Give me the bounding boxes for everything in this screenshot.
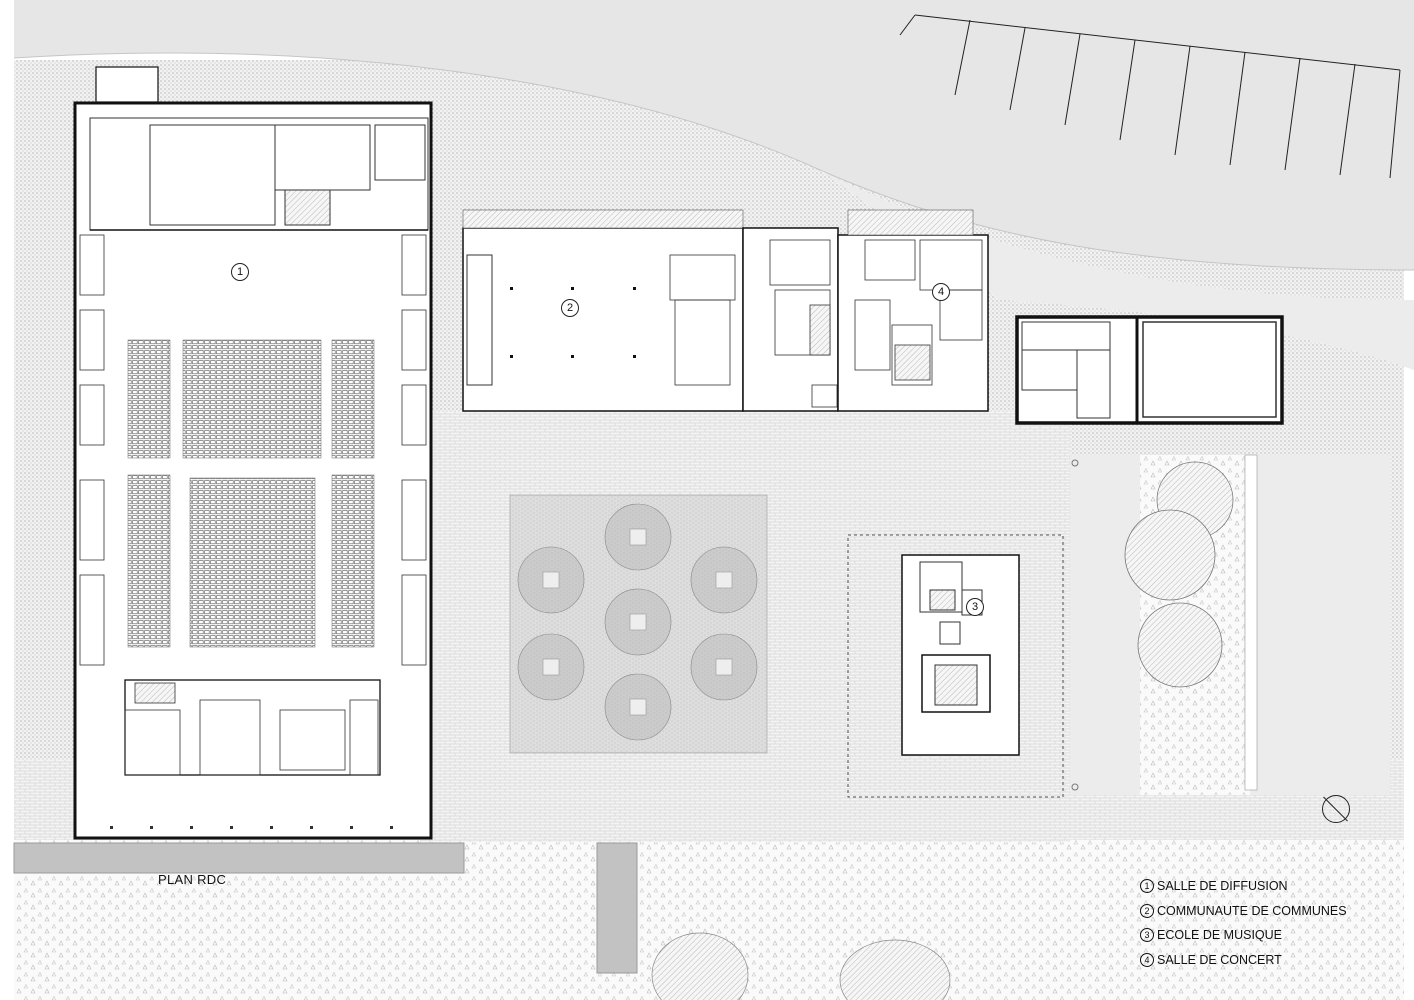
- building-communaute: [462, 209, 839, 412]
- legend-number: 3: [1140, 928, 1154, 943]
- legend: 1 SALLE DE DIFFUSION 2 COMMUNAUTE DE COM…: [1140, 874, 1347, 972]
- building-salle-diffusion: [73, 66, 433, 840]
- legend-item: 2 COMMUNAUTE DE COMMUNES: [1140, 899, 1347, 924]
- legend-label: ECOLE DE MUSIQUE: [1157, 928, 1283, 943]
- building-annex: [1015, 315, 1284, 425]
- curved-road: [14, 0, 1414, 270]
- parking-bays: [899, 14, 1401, 179]
- building-ecole-musique: [847, 534, 1064, 798]
- label-communaute: 2: [561, 299, 579, 317]
- legend-item: 3 ECOLE DE MUSIQUE: [1140, 923, 1347, 948]
- garden-markers: [1071, 459, 1079, 791]
- legend-label: COMMUNAUTE DE COMMUNES: [1157, 903, 1347, 918]
- north-arrow-icon: [1322, 795, 1350, 823]
- building-salle-concert: [837, 209, 989, 412]
- legend-number: 4: [1140, 952, 1154, 967]
- seating-blocks: [127, 339, 375, 648]
- garden-trees: [1124, 461, 1234, 688]
- legend-label: SALLE DE DIFFUSION: [1157, 879, 1288, 894]
- label-ecole-musique: 3: [966, 598, 984, 616]
- bottom-wall: [13, 842, 465, 874]
- legend-number: 1: [1140, 879, 1154, 894]
- legend-item: 1 SALLE DE DIFFUSION: [1140, 874, 1347, 899]
- bottom-pillar: [596, 842, 638, 974]
- legend-label: SALLE DE CONCERT: [1157, 952, 1282, 967]
- label-salle-concert: 4: [932, 283, 950, 301]
- plan-title: PLAN RDC: [158, 872, 227, 887]
- legend-item: 4 SALLE DE CONCERT: [1140, 948, 1347, 973]
- label-salle-diffusion: 1: [231, 263, 249, 281]
- legend-number: 2: [1140, 903, 1154, 918]
- tree-circles: [517, 503, 758, 741]
